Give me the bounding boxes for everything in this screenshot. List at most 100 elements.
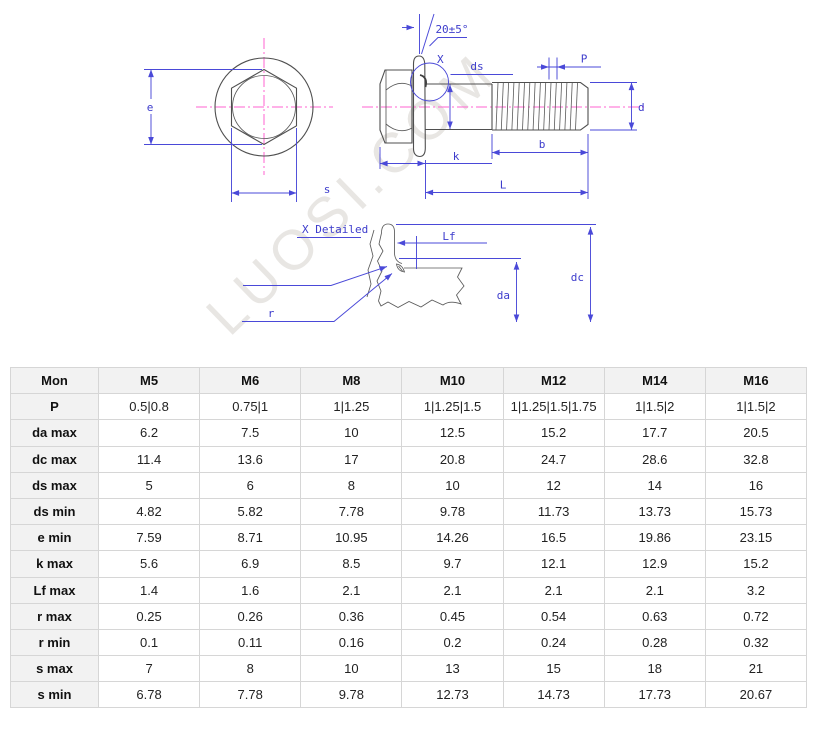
row-label: k max xyxy=(10,550,99,578)
table-cell: 5 xyxy=(97,471,201,499)
table-cell: 6.78 xyxy=(97,681,201,709)
label-p: P xyxy=(581,53,588,66)
table-cell: 32.8 xyxy=(704,445,808,473)
label-s: s xyxy=(324,183,331,196)
table-cell: 0.36 xyxy=(300,602,403,630)
table-cell: 0.2 xyxy=(401,628,504,657)
table-cell: 6.9 xyxy=(199,550,302,578)
table-cell: 7.78 xyxy=(300,497,403,526)
head-chamfer-arc xyxy=(385,123,413,132)
flange-edge-bar xyxy=(381,223,395,254)
table-cell: 15.73 xyxy=(704,497,808,526)
table-cell: 0.72 xyxy=(704,602,808,630)
table-cell: 15.2 xyxy=(502,419,605,447)
table-cell: 13.6 xyxy=(199,445,302,473)
table-cell: 7.78 xyxy=(199,681,302,709)
table-cell: 20.67 xyxy=(704,681,808,709)
table-cell: 1|1.25|1.5|1.75 xyxy=(502,393,605,421)
thread-line xyxy=(495,82,499,130)
row-label: s min xyxy=(10,681,99,709)
label-x-detailed: X Detailed xyxy=(302,223,368,236)
table-cell: 23.15 xyxy=(704,524,808,552)
table-cell: 9.7 xyxy=(401,550,504,578)
table-cell: 0.11 xyxy=(199,628,302,657)
table-cell: 14 xyxy=(603,471,706,499)
flange-bolt-drawing-svg: LUOSI.COM e s xyxy=(144,13,646,347)
label-angle: 20±5° xyxy=(435,23,468,36)
table-cell: 1.6 xyxy=(199,576,302,604)
table-cell: 11.4 xyxy=(97,445,201,473)
table-cell: 5.82 xyxy=(199,497,302,526)
thread-line xyxy=(500,82,504,130)
table-cell: 28.6 xyxy=(603,445,706,473)
column-header: M8 xyxy=(300,366,403,395)
table-cell: 0.24 xyxy=(502,628,605,657)
clamped-plate xyxy=(378,267,465,308)
table-cell: 20.5 xyxy=(704,419,808,447)
row-label: da max xyxy=(10,419,99,447)
table-cell: 12 xyxy=(502,471,605,499)
table-cell: 1|1.25 xyxy=(300,393,403,421)
table-cell: 24.7 xyxy=(502,445,605,473)
table-cell: 6 xyxy=(199,471,302,499)
flange-circle xyxy=(214,57,314,157)
table-cell: 2.1 xyxy=(502,576,605,604)
table-cell: 15.2 xyxy=(704,550,808,578)
thread-body xyxy=(492,81,589,131)
technical-drawing: LUOSI.COM e s xyxy=(0,0,817,362)
label-mask xyxy=(144,99,157,114)
column-header: M16 xyxy=(704,366,808,395)
table-cell: 8.71 xyxy=(199,524,302,552)
table-cell: 7.5 xyxy=(199,419,302,447)
shank xyxy=(425,83,493,131)
label-r: r xyxy=(268,307,275,320)
table-cell: 8 xyxy=(300,471,403,499)
thread-line xyxy=(564,82,568,130)
table-cell: 0.32 xyxy=(704,628,808,657)
table-cell: 11.73 xyxy=(502,497,605,526)
column-header: M10 xyxy=(401,366,504,395)
column-header: M14 xyxy=(603,366,706,395)
column-header: Mon xyxy=(10,366,99,395)
chamfer-circle xyxy=(232,75,296,139)
table-cell: 21 xyxy=(704,655,808,683)
thread-line xyxy=(516,82,520,130)
table-cell: 10 xyxy=(300,419,403,447)
table-cell: 12.73 xyxy=(401,681,504,709)
top-view: e s xyxy=(144,38,333,202)
detail-view: X Detailed Lf da dc r xyxy=(242,223,596,322)
dim-ext-line xyxy=(425,134,589,199)
chamfer-leaf xyxy=(395,263,406,273)
thread-line xyxy=(559,82,562,130)
table-cell: 10 xyxy=(401,471,504,499)
table-cell: 20.8 xyxy=(401,445,504,473)
label-k: k xyxy=(453,150,460,163)
thread-line xyxy=(553,82,557,130)
table-cell: 12.5 xyxy=(401,419,504,447)
table-cell: 0.25 xyxy=(97,602,201,630)
thread-line xyxy=(532,82,536,130)
table-cell: 2.1 xyxy=(401,576,504,604)
label-L: L xyxy=(500,179,507,192)
table-cell: 7 xyxy=(97,655,201,683)
table-cell: 1|1.5|2 xyxy=(704,393,808,421)
r-leader-lower xyxy=(242,273,393,322)
row-label: s max xyxy=(10,655,99,683)
table-cell: 18 xyxy=(603,655,706,683)
table-cell: 7.59 xyxy=(97,524,201,552)
table-cell: 2.1 xyxy=(300,576,403,604)
table-cell: 17.7 xyxy=(603,419,706,447)
table-cell: 0.54 xyxy=(502,602,605,630)
table-cell: 17.73 xyxy=(603,681,706,709)
table-cell: 3.2 xyxy=(704,576,808,604)
